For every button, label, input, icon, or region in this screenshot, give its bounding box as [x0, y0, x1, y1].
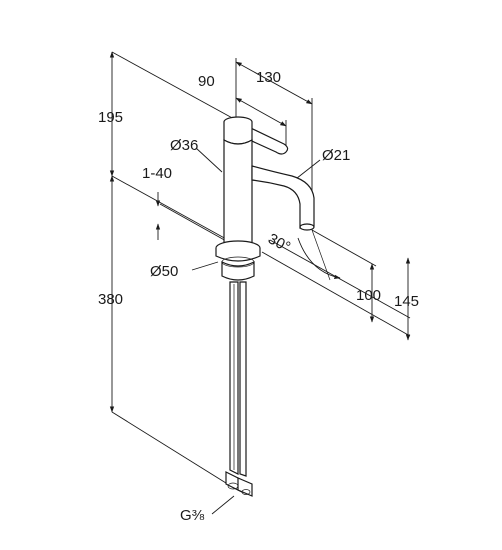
- mounting-nut: [221, 261, 255, 281]
- leader-d36: [195, 147, 223, 173]
- leader-d50: [191, 261, 219, 271]
- extension-lines: [111, 51, 411, 489]
- label-1-40: 1-40: [142, 165, 172, 182]
- label-30deg: 30°: [265, 230, 293, 256]
- spout: [251, 165, 315, 229]
- dimension-lines: [109, 51, 411, 515]
- rosette-rim: [215, 248, 261, 262]
- label-d21: Ø21: [322, 147, 350, 164]
- dim-line-130: [235, 61, 313, 105]
- label-100: 100: [356, 287, 381, 304]
- label-d50: Ø50: [150, 263, 178, 280]
- spout-outlet: [299, 223, 315, 231]
- label-380: 380: [98, 291, 123, 308]
- label-90: 90: [198, 73, 215, 90]
- leader-thread: [211, 495, 235, 515]
- angle-arc-30: [297, 237, 341, 280]
- label-145: 145: [394, 293, 419, 310]
- cap-body: [223, 122, 253, 145]
- label-thread: G⅜: [180, 507, 205, 524]
- dimension-labels: 195 90 130 Ø36 Ø21 1-40 30° Ø50 380 100 …: [98, 69, 419, 524]
- supply-hose-right: [239, 281, 247, 477]
- label-130: 130: [256, 69, 281, 86]
- main-column: [223, 138, 253, 249]
- label-d36: Ø36: [170, 137, 198, 154]
- label-195: 195: [98, 109, 123, 126]
- faucet: [215, 116, 315, 497]
